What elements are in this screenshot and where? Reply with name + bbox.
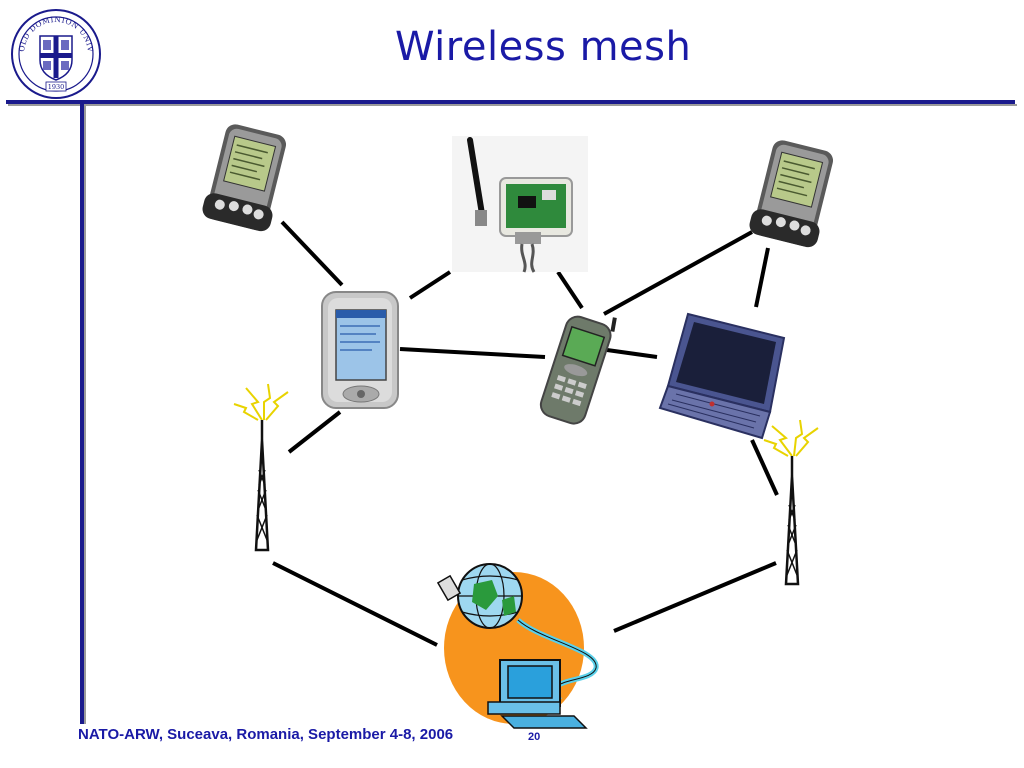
- link-laptop-tower-right: [750, 439, 779, 496]
- link-pda-right-laptop: [754, 247, 770, 308]
- link-pda-left-pocket-pc: [280, 220, 344, 287]
- slide-title: Wireless mesh: [395, 24, 692, 70]
- university-seal-logo: OLD DOMINION UNIVERSITY 1930: [6, 1, 102, 100]
- link-cell-phone-laptop: [606, 348, 658, 359]
- page-number: 20: [528, 731, 541, 743]
- palm-pda-icon: [749, 140, 834, 248]
- left-rule: [80, 104, 84, 724]
- wireless-sensor-board-icon: [452, 136, 588, 273]
- radio-tower-icon: [233, 383, 289, 552]
- link-pocket-pc-tower-left: [287, 410, 342, 454]
- link-sensor-cell-phone: [556, 270, 584, 310]
- link-tower-left-internet: [272, 561, 438, 647]
- link-cell-phone-pda-right: [603, 230, 753, 316]
- link-tower-right-internet: [613, 561, 777, 633]
- svg-text:1930: 1930: [48, 83, 65, 91]
- slide-footer: NATO-ARW, Suceava, Romania, September 4-…: [78, 726, 454, 743]
- internet-computer-icon: [436, 563, 599, 729]
- left-rule-shadow: [84, 106, 86, 724]
- palm-pda-icon: [202, 124, 287, 232]
- laptop-icon: [658, 312, 786, 440]
- radio-tower-icon: [763, 419, 819, 586]
- title-rule: [6, 100, 1015, 104]
- title-rule-shadow: [8, 104, 1017, 106]
- link-pocket-pc-cell-phone: [399, 347, 546, 359]
- mesh-links: [272, 220, 779, 647]
- cell-phone-icon: [539, 315, 617, 425]
- link-sensor-pocket-pc: [408, 270, 452, 300]
- pocket-pc-icon: [321, 291, 399, 409]
